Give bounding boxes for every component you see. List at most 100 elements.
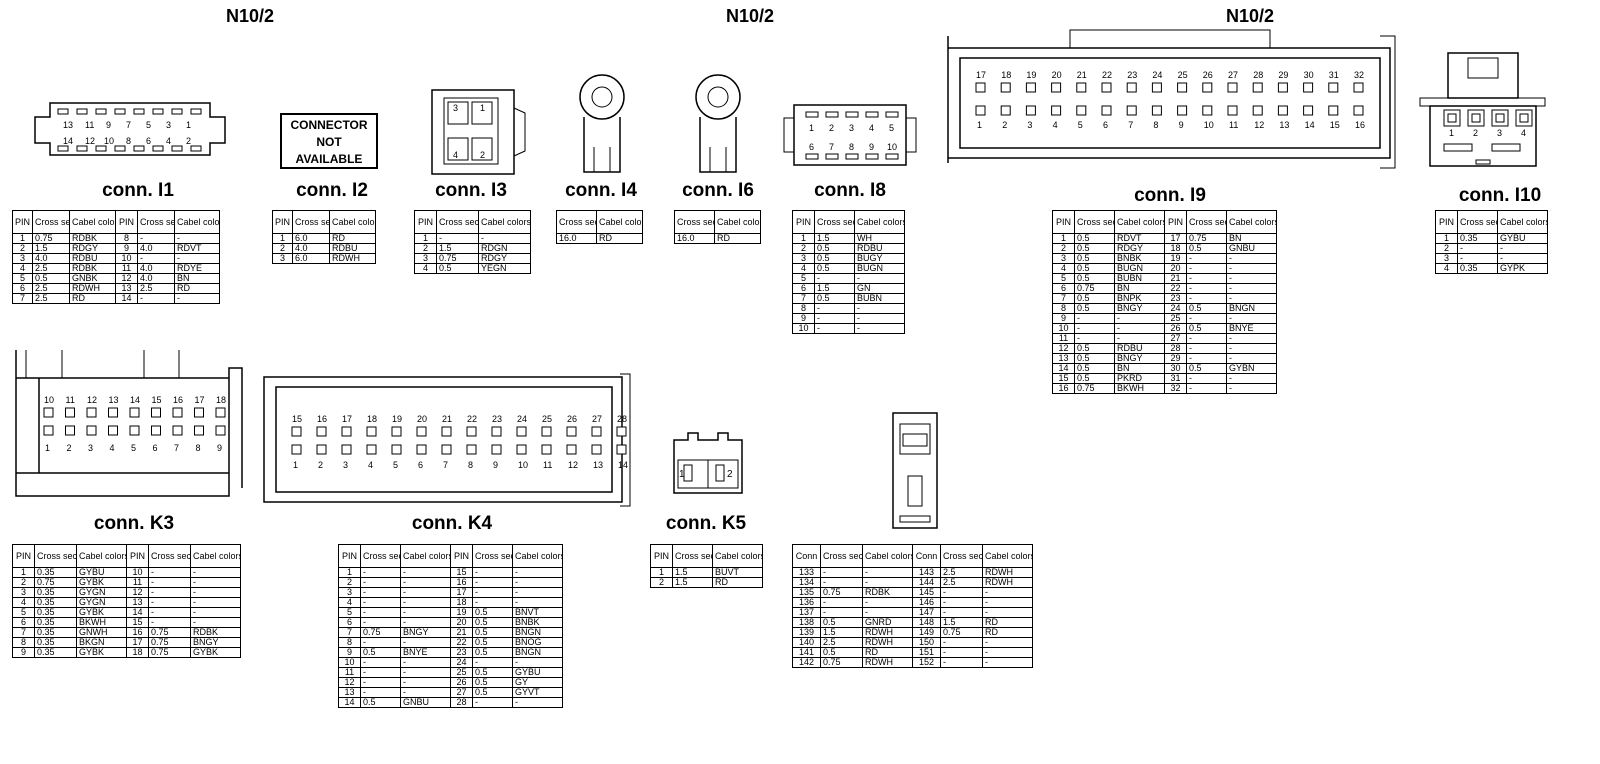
table-row: 4--18-- bbox=[338, 597, 563, 608]
table-cell: 4.0 bbox=[32, 253, 70, 264]
table-cell: 27 bbox=[450, 687, 473, 698]
table-cell: 26 bbox=[1164, 323, 1187, 334]
table-cell: - bbox=[1186, 283, 1227, 294]
table-cell: - bbox=[1226, 273, 1277, 284]
column-header: Cabel colors bbox=[1114, 210, 1165, 234]
table-cell: GNBU bbox=[1226, 243, 1277, 254]
table-cell: - bbox=[1114, 333, 1165, 344]
table-cell: - bbox=[1457, 243, 1498, 254]
svg-text:13: 13 bbox=[1279, 120, 1289, 130]
svg-text:4: 4 bbox=[166, 136, 171, 146]
table-cell: 0.5 bbox=[472, 647, 513, 658]
table-cell: 133 bbox=[792, 567, 821, 578]
table-cell: 28 bbox=[450, 697, 473, 708]
table-row: 10-- bbox=[792, 323, 905, 334]
pin-table-i4: Cross sectionCabel colors16.0RD bbox=[556, 210, 643, 244]
table-cell: 11 bbox=[115, 263, 138, 274]
svg-text:4: 4 bbox=[110, 443, 115, 453]
svg-text:14: 14 bbox=[130, 395, 140, 405]
table-cell: 4 bbox=[414, 263, 437, 274]
table-cell: 31 bbox=[1164, 373, 1187, 384]
connector-i9-title: conn. I9 bbox=[1134, 185, 1206, 206]
table-cell: 0.5 bbox=[1186, 363, 1227, 374]
table-cell: RDBK bbox=[190, 627, 241, 638]
table-cell: BNGY bbox=[1114, 353, 1165, 364]
svg-text:5: 5 bbox=[1078, 120, 1083, 130]
table-row: 8-- bbox=[792, 303, 905, 314]
table-cell: 9 bbox=[1052, 313, 1075, 324]
table-cell: 7 bbox=[1052, 293, 1075, 304]
table-cell: BNGN bbox=[512, 647, 563, 658]
table-cell: 0.35 bbox=[34, 647, 77, 658]
column-header: Cabel colors bbox=[329, 210, 376, 234]
table-cell: 0.75 bbox=[34, 577, 77, 588]
table-cell: 5 bbox=[1052, 273, 1075, 284]
svg-text:8: 8 bbox=[468, 460, 473, 470]
table-cell: 23 bbox=[1164, 293, 1187, 304]
column-header: Cabel colors bbox=[478, 210, 531, 234]
table-cell: 2 bbox=[792, 243, 815, 254]
table-cell: 0.75 bbox=[32, 233, 70, 244]
column-header: Conn bbox=[792, 544, 821, 568]
table-cell: - bbox=[137, 293, 175, 304]
svg-text:24: 24 bbox=[517, 414, 527, 424]
column-header: PIN bbox=[450, 544, 473, 568]
table-cell: BUBN bbox=[1114, 273, 1165, 284]
column-header: Cabel colors bbox=[712, 544, 763, 568]
svg-text:15: 15 bbox=[152, 395, 162, 405]
column-header: Cabel colors bbox=[69, 210, 116, 234]
table-cell: 20 bbox=[1164, 263, 1187, 274]
table-cell: GY bbox=[512, 677, 563, 688]
table-cell: - bbox=[854, 303, 905, 314]
table-cell: - bbox=[1186, 353, 1227, 364]
table-cell: GYBK bbox=[76, 607, 127, 618]
table-cell: - bbox=[982, 597, 1033, 608]
table-cell: - bbox=[512, 657, 563, 668]
svg-text:1: 1 bbox=[1449, 128, 1454, 138]
table-cell: 0.35 bbox=[34, 627, 77, 638]
column-header: PIN bbox=[792, 210, 815, 234]
table-cell: 18 bbox=[1164, 243, 1187, 254]
table-cell: 11 bbox=[1052, 333, 1075, 344]
svg-text:13: 13 bbox=[63, 120, 73, 130]
connector-k4-drawing: 1511621731841952062172282392410251126122… bbox=[263, 373, 631, 507]
table-cell: - bbox=[1186, 263, 1227, 274]
table-cell: 0.5 bbox=[1074, 253, 1115, 264]
column-header: Cabel colors bbox=[400, 544, 451, 568]
column-header: Cabel colors bbox=[854, 210, 905, 234]
table-cell: BUBN bbox=[854, 293, 905, 304]
table-row: 1-- bbox=[414, 233, 531, 244]
table-cell: BNGN bbox=[512, 627, 563, 638]
column-header: Cross section bbox=[1457, 210, 1498, 234]
table-cell: - bbox=[360, 687, 401, 698]
table-cell: 0.35 bbox=[1457, 233, 1498, 244]
table-cell: 24 bbox=[1164, 303, 1187, 314]
table-cell: - bbox=[1186, 373, 1227, 384]
table-cell: 0.5 bbox=[472, 687, 513, 698]
pin-table-i6: Cross sectionCabel colors16.0RD bbox=[674, 210, 761, 244]
svg-text:26: 26 bbox=[567, 414, 577, 424]
svg-text:6: 6 bbox=[146, 136, 151, 146]
table-cell: 0.5 bbox=[820, 647, 863, 658]
svg-text:7: 7 bbox=[174, 443, 179, 453]
table-cell: - bbox=[1226, 313, 1277, 324]
table-cell: 0.5 bbox=[1186, 323, 1227, 334]
table-cell: 14 bbox=[126, 607, 149, 618]
table-cell: 13 bbox=[1052, 353, 1075, 364]
svg-text:4: 4 bbox=[869, 123, 874, 133]
